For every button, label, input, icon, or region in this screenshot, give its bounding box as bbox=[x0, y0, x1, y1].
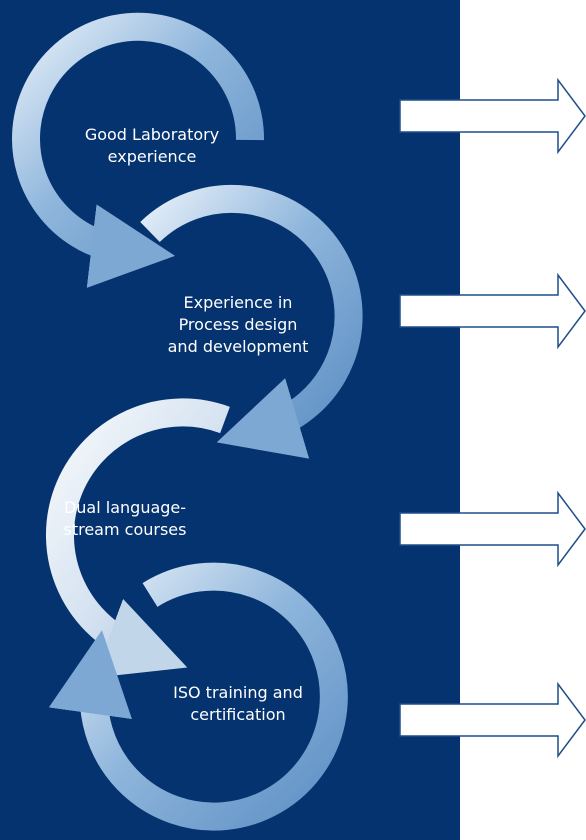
curved-arrow-step-4 bbox=[48, 562, 348, 831]
curved-arrow-step-3 bbox=[45, 398, 230, 678]
step-3-label: Dual language- stream courses bbox=[63, 498, 187, 539]
block-arrow-1 bbox=[399, 77, 586, 155]
block-arrow-2 bbox=[399, 272, 586, 350]
block-arrow-4 bbox=[399, 681, 586, 759]
step-1-label: Good Laboratory experience bbox=[84, 125, 220, 166]
step-2-label: Experience in Process design and develop… bbox=[167, 293, 309, 356]
curved-arrow-step-1 bbox=[12, 12, 265, 288]
curved-arrow-step-2 bbox=[140, 184, 363, 459]
step-4-label: ISO training and certification bbox=[173, 683, 303, 724]
block-arrow-3 bbox=[399, 490, 586, 568]
